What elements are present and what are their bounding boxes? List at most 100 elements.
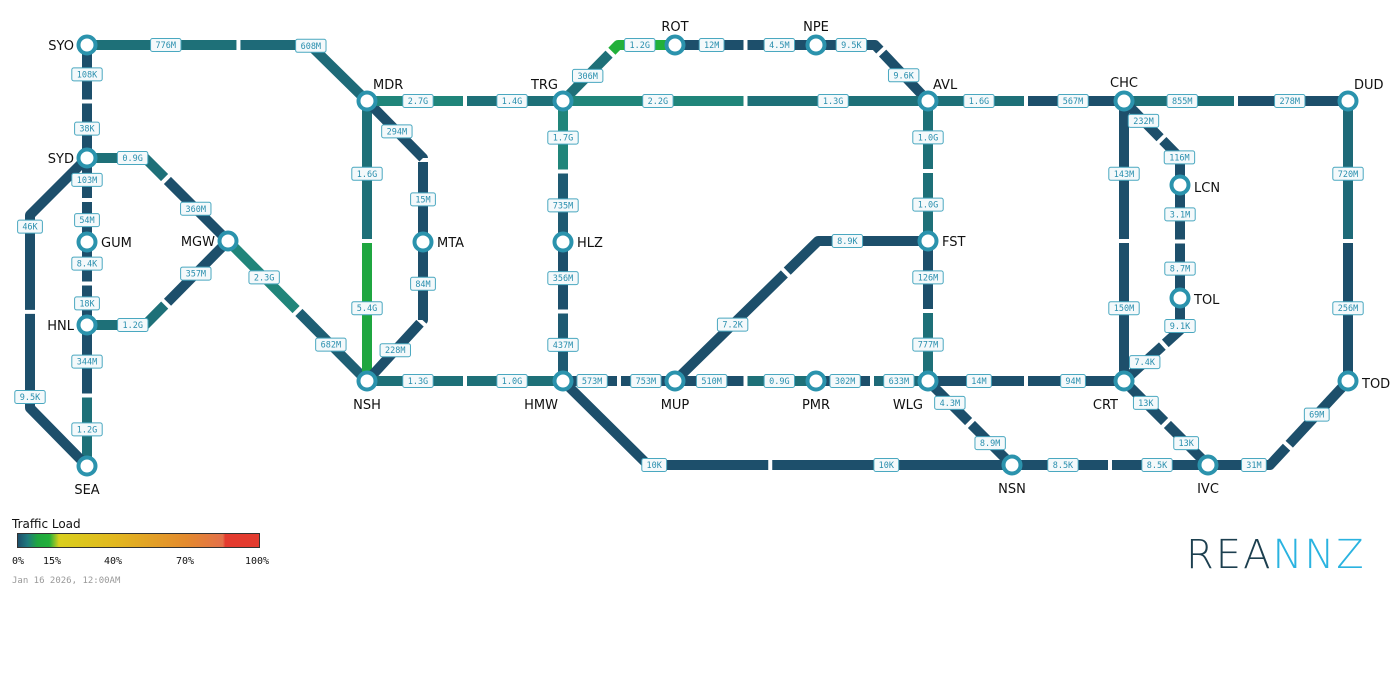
link-bandwidth-label: 84M	[410, 276, 436, 291]
node-syd[interactable]: SYD	[48, 147, 98, 169]
node-circle[interactable]	[917, 370, 939, 392]
link-bandwidth-label: 18K	[74, 296, 100, 311]
node-gum[interactable]: GUM	[76, 231, 132, 253]
link-bandwidth-label: 777M	[912, 337, 944, 352]
link-ivc-tod-out[interactable]	[1208, 443, 1291, 470]
node-nsn[interactable]: NSN	[998, 454, 1026, 498]
node-circle[interactable]	[1337, 90, 1359, 112]
node-circle[interactable]	[917, 230, 939, 252]
node-mgw[interactable]: MGW	[181, 230, 239, 252]
node-avl[interactable]: AVL	[917, 78, 958, 112]
node-syo[interactable]: SYO	[48, 34, 98, 56]
node-circle[interactable]	[805, 370, 827, 392]
link-bandwidth-label: 13K	[1173, 436, 1200, 451]
label-text: 143M	[1114, 170, 1134, 180]
label-text: 1.7G	[553, 134, 573, 144]
node-circle[interactable]	[1001, 454, 1023, 476]
node-circle[interactable]	[356, 90, 378, 112]
node-circle[interactable]	[1337, 370, 1359, 392]
link-syd-sea-in[interactable]	[25, 313, 91, 470]
link-bandwidth-label: 14M	[966, 374, 992, 388]
link-npe-avl-out[interactable]	[816, 40, 884, 54]
label-text: 633M	[889, 377, 909, 387]
node-rot[interactable]: ROT	[661, 20, 689, 56]
node-hnl[interactable]: HNL	[47, 314, 98, 336]
label-text: 8.5K	[1053, 461, 1074, 471]
node-tod[interactable]: TOD	[1337, 370, 1391, 393]
node-npe[interactable]: NPE	[803, 20, 829, 56]
node-circle[interactable]	[552, 231, 574, 253]
node-label: TOD	[1361, 377, 1390, 392]
node-sea[interactable]: SEA	[74, 455, 100, 499]
link-bandwidth-label: 1.4G	[496, 94, 528, 108]
link-trg-rot-in[interactable]	[608, 40, 675, 55]
node-lcn[interactable]: LCN	[1169, 174, 1221, 197]
label-box	[934, 395, 966, 410]
node-mup[interactable]: MUP	[661, 370, 690, 414]
label-text: 567M	[1063, 97, 1083, 107]
node-trg[interactable]: TRG	[530, 78, 574, 112]
link-syo-mdr-in[interactable]	[240, 40, 371, 105]
label-box	[642, 94, 674, 108]
node-hlz[interactable]: HLZ	[552, 231, 604, 253]
node-circle[interactable]	[805, 34, 827, 56]
label-box	[624, 38, 656, 52]
link-mup-fst-in[interactable]	[783, 236, 928, 275]
node-circle[interactable]	[664, 34, 686, 56]
label-box	[1241, 458, 1267, 472]
node-circle[interactable]	[76, 147, 98, 169]
node-nsh[interactable]: NSH	[353, 370, 381, 414]
node-label: NSH	[353, 398, 381, 413]
node-circle[interactable]	[217, 230, 239, 252]
node-circle[interactable]	[76, 455, 98, 477]
link-bandwidth-label: 1.0G	[912, 130, 944, 145]
node-wlg[interactable]: WLG	[893, 370, 939, 414]
link-bandwidth-label: 4.5M	[763, 38, 796, 52]
link-hmw-nsn-out[interactable]	[559, 377, 769, 470]
node-mdr[interactable]: MDR	[356, 78, 404, 112]
link-bandwidth-label: 10K	[641, 458, 668, 472]
link-bandwidth-label: 1.0G	[496, 374, 528, 388]
node-mta[interactable]: MTA	[412, 231, 465, 253]
label-box	[887, 68, 920, 83]
node-circle[interactable]	[1169, 174, 1191, 196]
link-bandwidth-label: 8.9K	[831, 234, 864, 248]
node-circle[interactable]	[412, 231, 434, 253]
label-box	[912, 270, 944, 285]
node-circle[interactable]	[76, 314, 98, 336]
link-syd-sea-out[interactable]	[25, 154, 91, 310]
label-text: 12M	[704, 41, 719, 51]
label-text: 360M	[186, 205, 206, 215]
node-chc[interactable]: CHC	[1110, 76, 1138, 112]
label-box	[116, 151, 149, 165]
node-hmw[interactable]: HMW	[524, 370, 574, 414]
node-circle[interactable]	[1169, 287, 1191, 309]
node-circle[interactable]	[552, 370, 574, 392]
node-pmr[interactable]: PMR	[802, 370, 830, 414]
node-circle[interactable]	[552, 90, 574, 112]
node-circle[interactable]	[1197, 454, 1219, 476]
node-ivc[interactable]: IVC	[1197, 454, 1219, 498]
node-fst[interactable]: FST	[917, 230, 966, 252]
node-circle[interactable]	[1113, 370, 1135, 392]
node-circle[interactable]	[76, 231, 98, 253]
node-crt[interactable]: CRT	[1093, 370, 1135, 414]
label-text: 2.3G	[254, 273, 274, 283]
link-bandwidth-label: 1.3G	[402, 374, 434, 388]
label-box	[695, 374, 728, 388]
node-circle[interactable]	[76, 34, 98, 56]
node-dud[interactable]: DUD	[1337, 78, 1384, 112]
node-label: TOL	[1193, 293, 1220, 308]
link-bandwidth-label: 1.6G	[351, 166, 383, 181]
node-tol[interactable]: TOL	[1169, 287, 1221, 309]
label-text: 302M	[835, 377, 855, 387]
link-mdr-mta-out[interactable]	[363, 97, 428, 163]
link-bandwidth-label: 360M	[180, 201, 212, 216]
node-circle[interactable]	[1113, 90, 1135, 112]
label-text: 54M	[79, 216, 94, 226]
link-bandwidth-label: 1.7G	[547, 130, 579, 145]
node-circle[interactable]	[356, 370, 378, 392]
link-bandwidth-label: 573M	[576, 374, 608, 388]
node-circle[interactable]	[917, 90, 939, 112]
node-circle[interactable]	[664, 370, 686, 392]
